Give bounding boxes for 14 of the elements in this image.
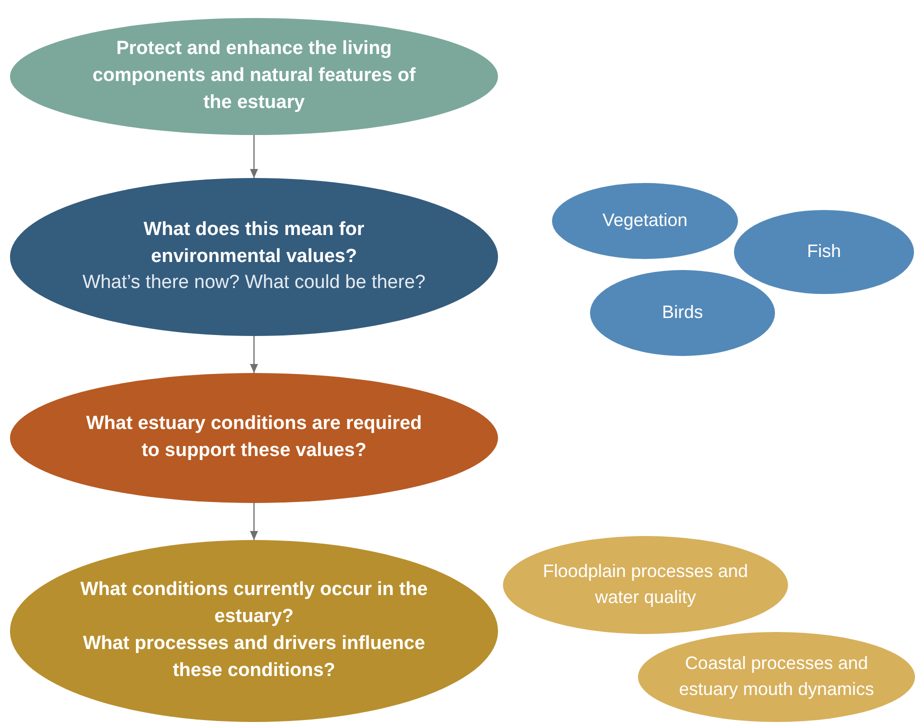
topic-text: Fish — [806, 240, 841, 264]
question-text: What estuary conditions are required to support these values? — [85, 412, 423, 463]
question-text: What’s there now? What could be there? — [82, 271, 426, 296]
arrow — [250, 336, 258, 373]
arrow — [250, 503, 258, 540]
question-text: What conditions currently occur in the estuary? — [80, 578, 428, 630]
question-text: What processes and drivers influence these conditions? — [82, 632, 426, 683]
topic-text: Birds — [662, 301, 703, 324]
topic-text: Vegetation — [602, 209, 688, 232]
question-text: What does this mean for environmental values? — [142, 218, 366, 269]
topic-text: Floodplain processes and water quality — [542, 560, 750, 609]
topic-text: Coastal processes and estuary mouth dynamics — [678, 652, 876, 701]
question-text: Protect and enhance the living components and natural features of the estuary — [91, 37, 417, 115]
arrow — [250, 135, 258, 178]
